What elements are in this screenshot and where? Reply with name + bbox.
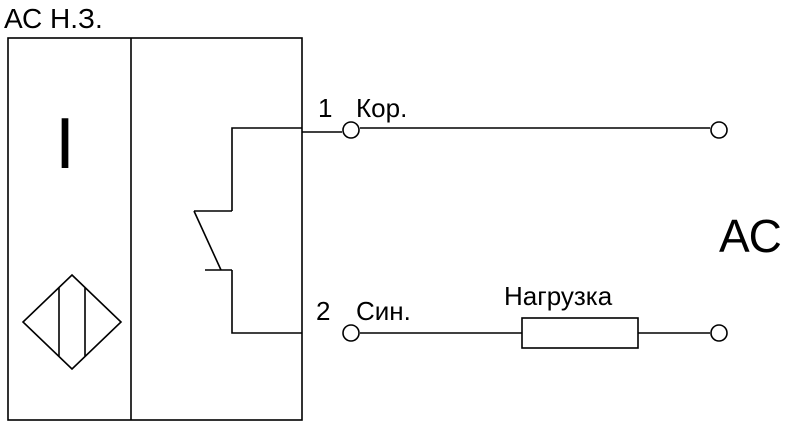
sensor-letter: I [55, 104, 75, 184]
pin1-number: 1 [318, 93, 332, 123]
supply-label: АС [719, 210, 782, 262]
terminal-ac-bottom-icon [710, 324, 728, 342]
terminal-1-icon [342, 121, 360, 139]
load-resistor-icon [521, 317, 639, 349]
pin2-number: 2 [316, 296, 330, 326]
pin1-label: Кор. [356, 93, 407, 123]
load-label: Нагрузка [504, 281, 613, 311]
terminal-ac-top-icon [710, 121, 728, 139]
diagram-title: АС Н.З. [4, 3, 103, 34]
terminal-2-icon [342, 324, 360, 342]
pin2-label: Син. [356, 296, 411, 326]
sensor-body [7, 37, 303, 421]
inductive-sensor-icon [21, 273, 123, 371]
normally-closed-switch-icon [193, 127, 302, 334]
